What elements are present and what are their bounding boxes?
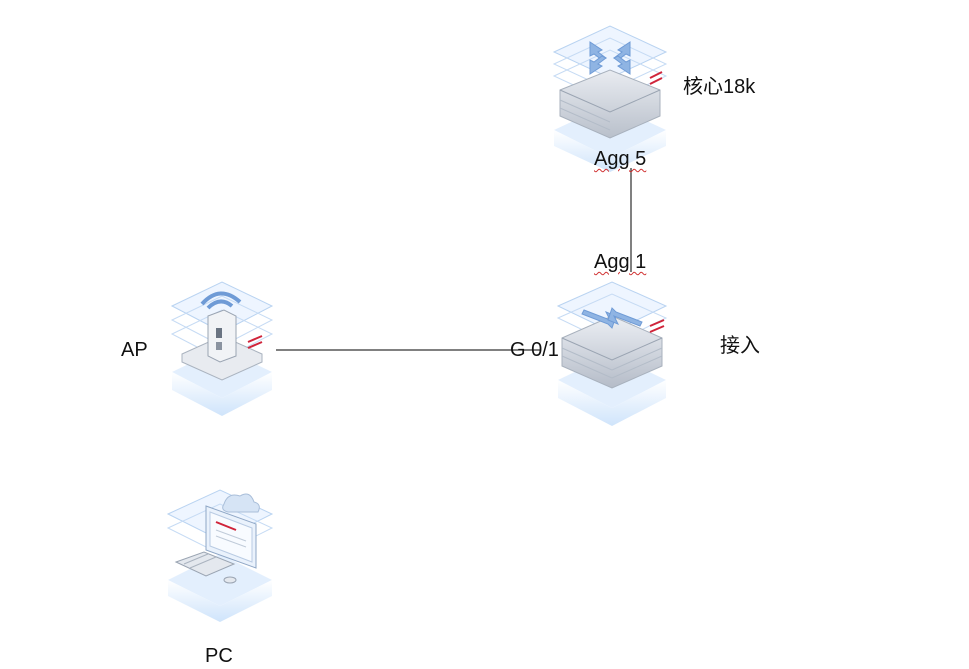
access-uplink-port-label: Agg 1 [594,251,647,273]
core-port-label: Agg 5 [594,148,647,170]
pc-icon [166,489,274,622]
access-switch-node[interactable] [554,280,670,436]
core-switch-node[interactable] [550,12,670,180]
access-downlink-port-label: G 0/1 [510,339,559,361]
access-switch-name: 接入 [720,335,760,357]
pc-node[interactable] [164,484,276,630]
core-switch-icon [552,25,668,172]
access-switch-icon [556,281,668,426]
access-point-icon [170,281,274,416]
core-switch-name: 核心18k [683,76,756,98]
ap-name: AP [121,339,148,361]
pc-name: PC [205,645,233,667]
ap-node[interactable] [168,276,276,428]
